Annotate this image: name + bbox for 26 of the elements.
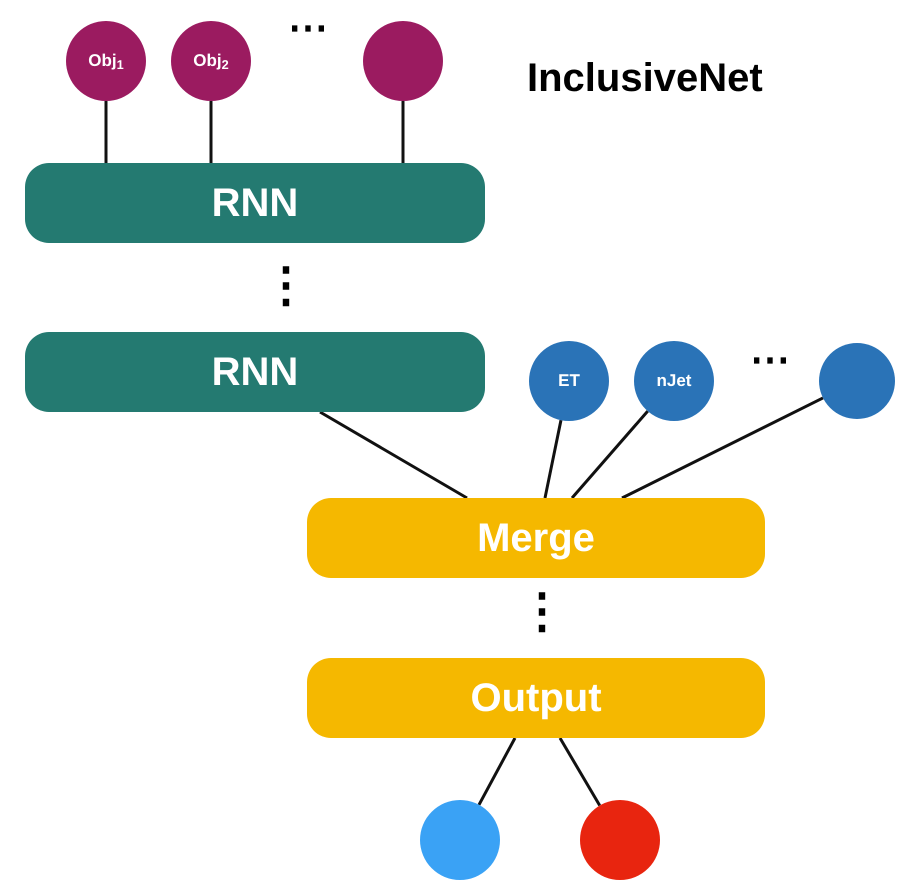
node-label: RNN	[212, 180, 298, 227]
node-label: nJet	[656, 370, 692, 392]
connector-line	[478, 737, 516, 806]
ellipsis-mark: ⋮	[518, 588, 566, 636]
node-label: ET	[558, 370, 580, 392]
connector-line	[621, 396, 824, 500]
connector-line	[558, 737, 602, 806]
connector-line	[544, 420, 562, 498]
layer-bar	[307, 498, 765, 578]
node-label: Merge	[477, 515, 595, 562]
layer-bar	[307, 658, 765, 738]
node-label: Obj$_{1}$	[88, 50, 124, 74]
node-label: Output	[470, 675, 602, 722]
connector-line	[319, 410, 468, 500]
ellipsis-mark: ⋯	[750, 340, 790, 380]
connector-line	[104, 101, 108, 163]
connector-line	[402, 101, 404, 163]
layer-bar	[25, 163, 485, 243]
diagram-title: InclusiveNet	[527, 58, 763, 98]
node-label: RNN	[212, 349, 298, 396]
ellipsis-mark: ⋯	[288, 8, 328, 48]
ellipsis-mark: ⋮	[262, 262, 310, 310]
node-label: Obj$_{2}$	[193, 50, 229, 74]
connector-line	[210, 101, 212, 163]
connector-line	[570, 410, 649, 499]
layer-bar	[25, 332, 485, 412]
